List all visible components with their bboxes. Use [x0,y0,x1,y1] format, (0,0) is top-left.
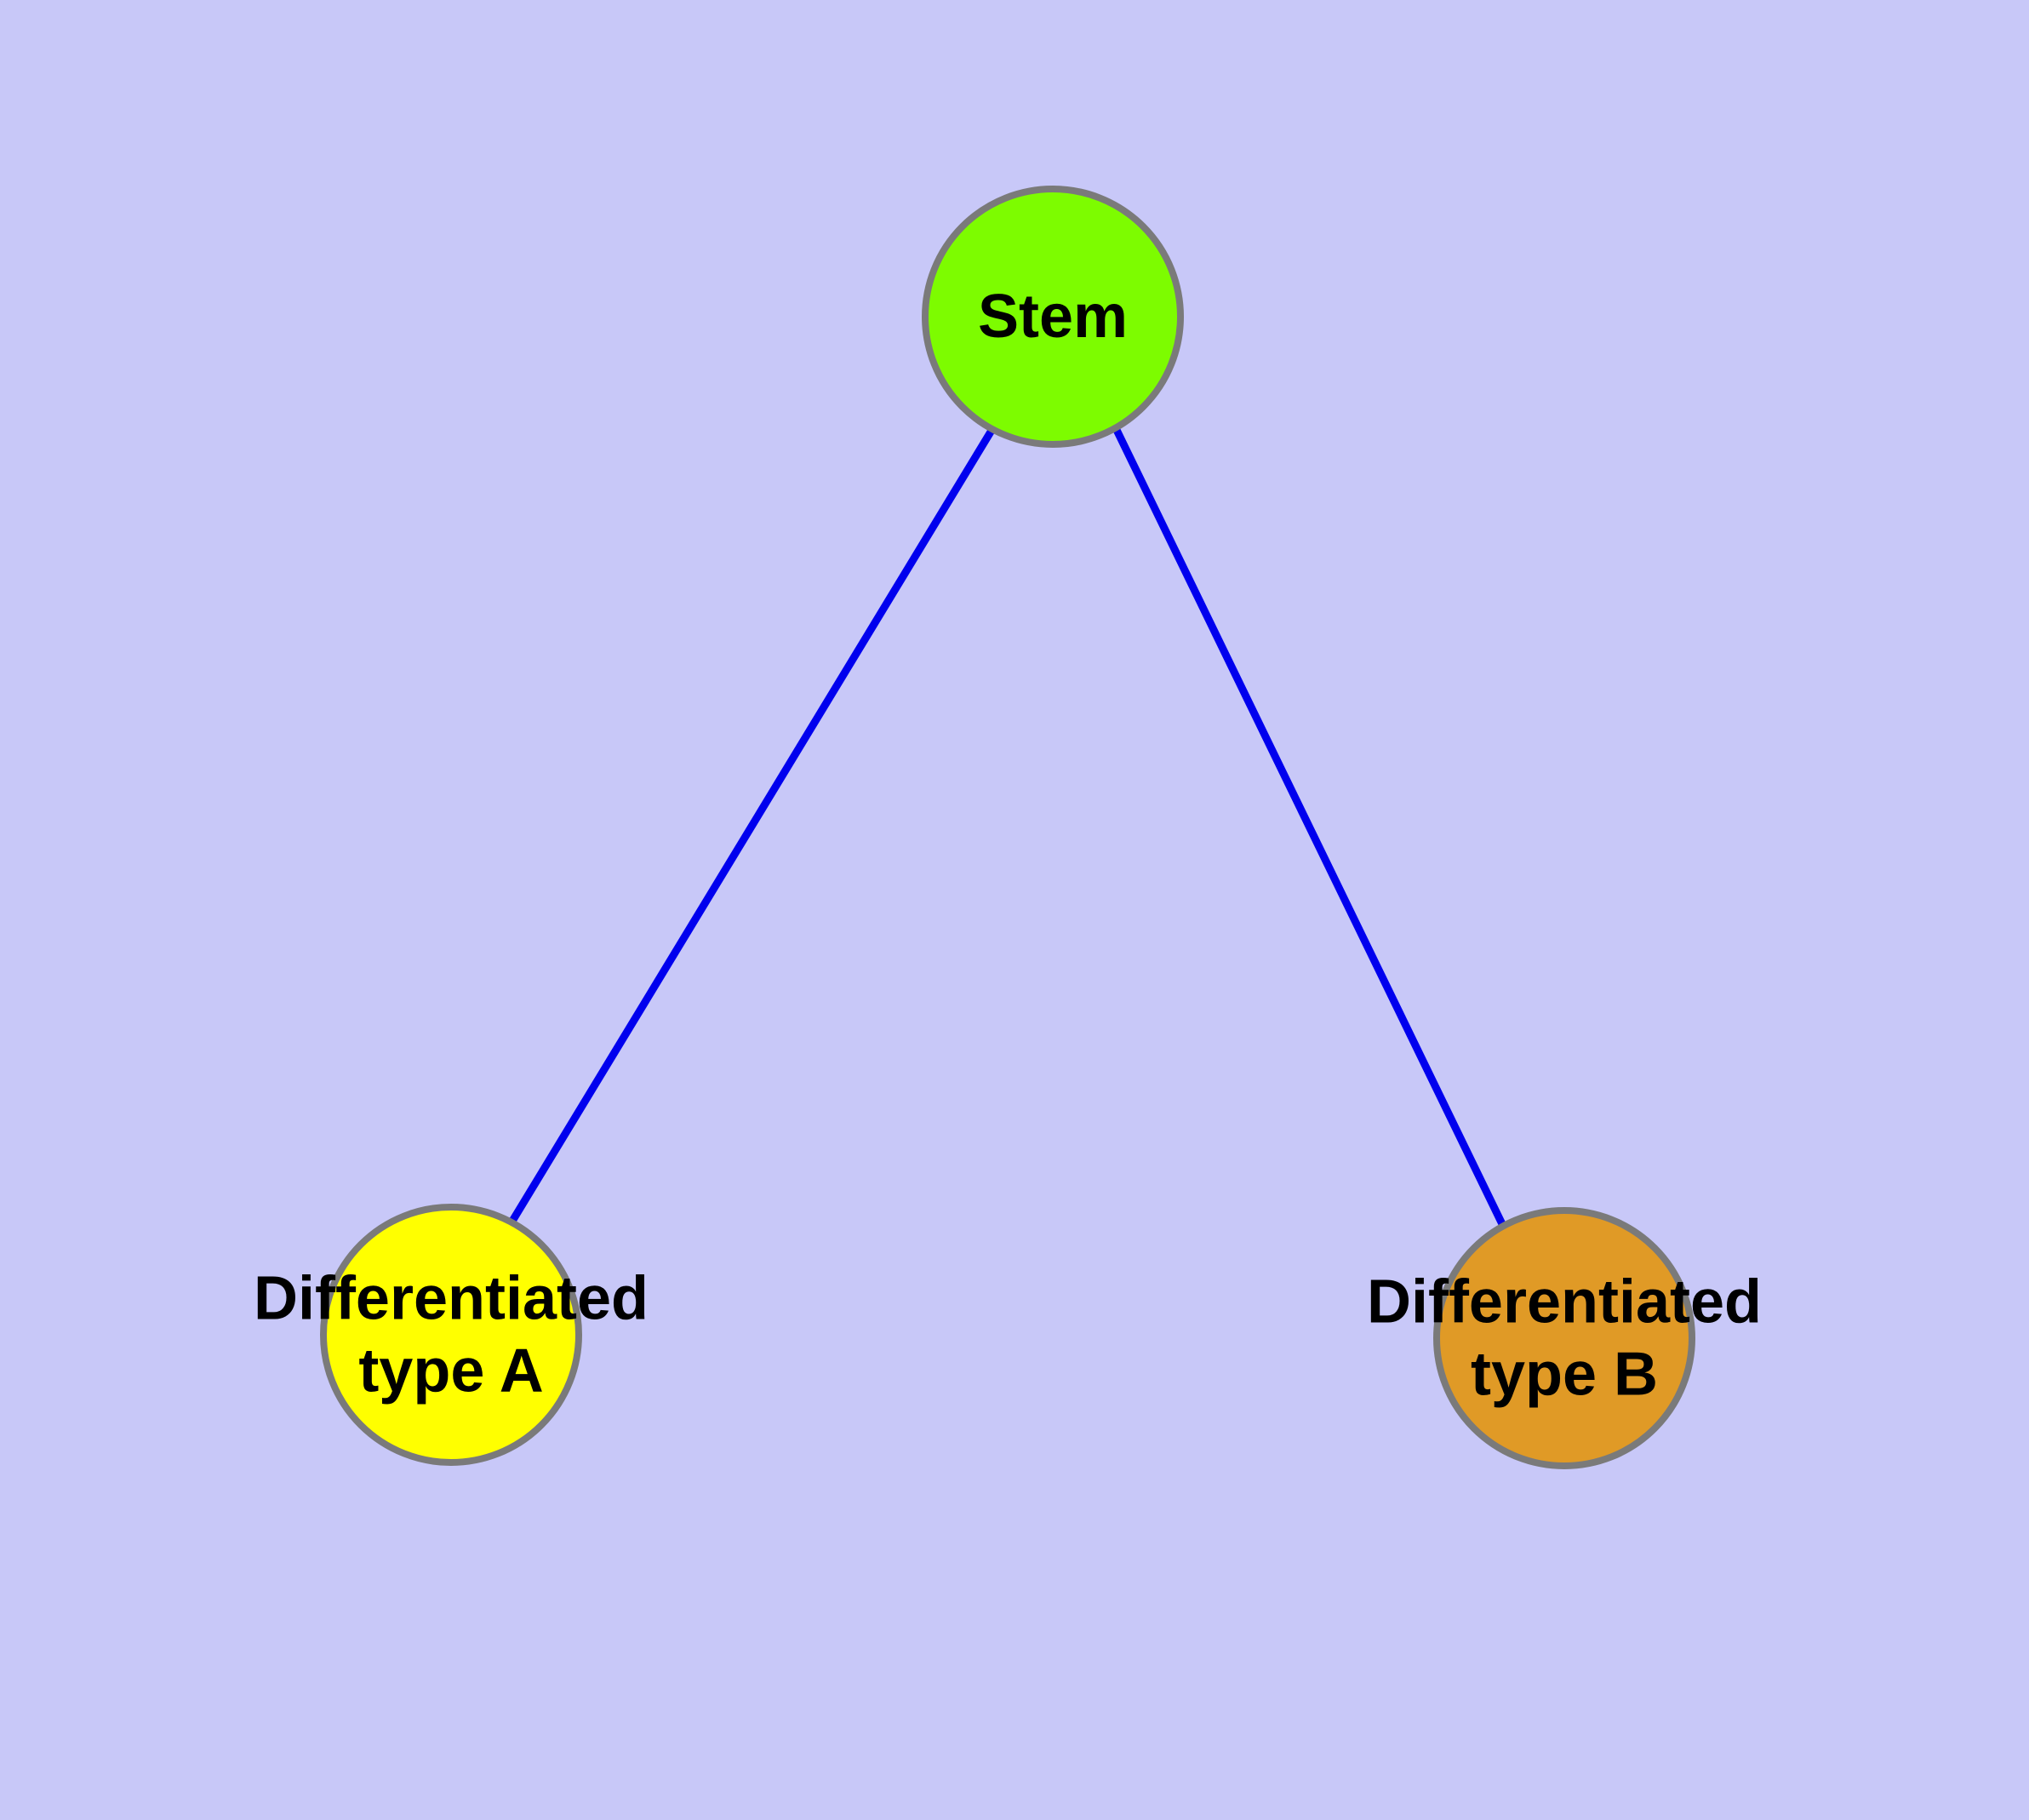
differentiated-type-a-node[interactable] [320,1204,582,1466]
differentiated-type-b-node-label-line-0: Differentiated [1367,1268,1762,1336]
differentiated-type-b-node-label-line-1: type B [1471,1340,1658,1408]
edges-group [508,426,1507,1228]
stem-node-label-line-0: Stem [978,283,1128,351]
differentiated-type-a-node-label-line-0: Differentiated [254,1265,649,1333]
edge-stem-differentiated-type-a[interactable] [508,426,996,1225]
differentiated-type-b-node[interactable] [1433,1207,1695,1469]
differentiated-type-a-node-label-line-1: type A [358,1336,543,1405]
nodes-group [320,186,1695,1469]
stem-node-label: Stem [978,283,1128,351]
edge-stem-differentiated-type-b[interactable] [1112,426,1507,1228]
stem-node[interactable] [922,186,1184,448]
